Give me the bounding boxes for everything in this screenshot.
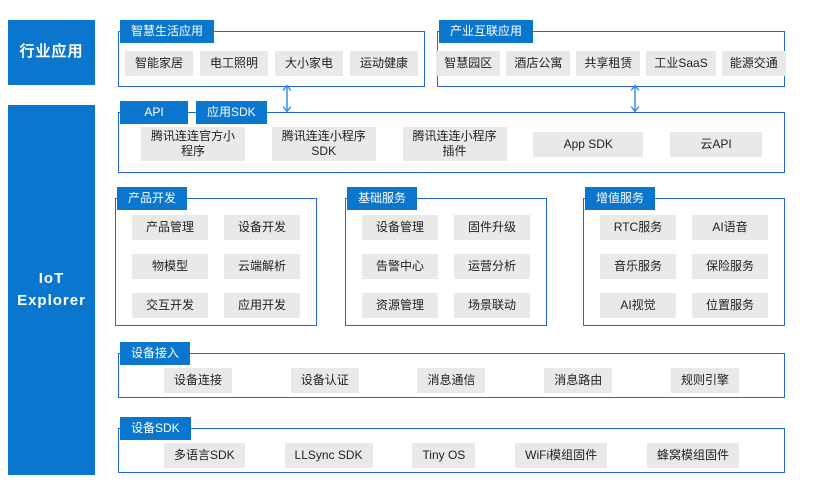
- value-added-chip-grid: RTC服务 AI语音 音乐服务 保险服务 AI视觉 位置服务: [584, 199, 784, 318]
- chip-smart-park: 智慧园区: [436, 51, 501, 76]
- section-smart-life-apps: 智慧生活应用 智能家居 电工照明 大小家电 运动健康: [118, 20, 425, 87]
- chip-ai-voice: AI语音: [692, 215, 768, 240]
- chip-sports-health: 运动健康: [350, 51, 419, 76]
- chip-cloud-parsing: 云端解析: [224, 254, 300, 279]
- iot-explorer-label-line2: Explorer: [17, 292, 86, 309]
- chip-large-small-appliances: 大小家电: [275, 51, 344, 76]
- chip-device-management: 设备管理: [362, 215, 438, 240]
- chip-electrical-lighting: 电工照明: [199, 51, 268, 76]
- device-access-chip-row: 设备连接 设备认证 消息通信 消息路由 规则引擎: [119, 354, 784, 397]
- chip-scene-linkage: 场景联动: [454, 293, 530, 318]
- api-chip-row: 腾讯连连官方小程序 腾讯连连小程序SDK 腾讯连连小程序插件 App SDK 云…: [119, 113, 784, 161]
- section-product-development: 产品开发 产品管理 设备开发 物模型 云端解析 交互开发 应用开发: [115, 187, 317, 326]
- chip-device-development: 设备开发: [224, 215, 300, 240]
- section-industrial-apps: 产业互联应用 智慧园区 酒店公寓 共享租赁 工业SaaS 能源交通: [436, 20, 786, 87]
- chip-smart-home: 智能家居: [124, 51, 193, 76]
- section-basic-services: 基础服务 设备管理 固件升级 告警中心 运营分析 资源管理 场景联动: [345, 187, 547, 326]
- chip-energy-transport: 能源交通: [721, 51, 786, 76]
- device-sdk-chip-row: 多语言SDK LLSync SDK Tiny OS WiFi模组固件 蜂窝模组固…: [119, 429, 784, 472]
- chip-tencent-lianlian-official-mini-program: 腾讯连连官方小程序: [141, 127, 245, 161]
- chip-ai-vision: AI视觉: [600, 293, 676, 318]
- chip-rtc-service: RTC服务: [600, 215, 676, 240]
- chip-hotel-apartment: 酒店公寓: [506, 51, 571, 76]
- section-tab-app-sdk: 应用SDK: [196, 101, 267, 124]
- chip-thing-model: 物模型: [132, 254, 208, 279]
- section-tab-product-development: 产品开发: [117, 187, 188, 210]
- section-device-access: 设备接入 设备连接 设备认证 消息通信 消息路由 规则引擎: [118, 342, 785, 398]
- chip-application-development: 应用开发: [224, 293, 300, 318]
- chip-message-communication: 消息通信: [417, 368, 486, 393]
- chip-operation-analysis: 运营分析: [454, 254, 530, 279]
- chip-wifi-module-firmware: WiFi模组固件: [515, 443, 608, 468]
- section-tab-api: API: [120, 101, 188, 124]
- industrial-chip-row: 智慧园区 酒店公寓 共享租赁 工业SaaS 能源交通: [436, 32, 786, 76]
- chip-lianlian-mini-program-sdk: 腾讯连连小程序SDK: [271, 127, 376, 161]
- chip-resource-management: 资源管理: [362, 293, 438, 318]
- industry-application-label: 行业应用: [19, 43, 84, 61]
- industry-application-rail: 行业应用: [8, 20, 95, 85]
- chip-firmware-upgrade: 固件升级: [454, 215, 530, 240]
- section-tab-basic-services: 基础服务: [347, 187, 418, 210]
- chip-music-service: 音乐服务: [600, 254, 676, 279]
- section-device-sdk: 设备SDK 多语言SDK LLSync SDK Tiny OS WiFi模组固件…: [118, 417, 785, 473]
- smart-life-chip-row: 智能家居 电工照明 大小家电 运动健康: [119, 32, 424, 76]
- double-arrow-icon-left: [282, 84, 292, 113]
- basic-services-chip-grid: 设备管理 固件升级 告警中心 运营分析 资源管理 场景联动: [346, 199, 546, 318]
- product-dev-chip-grid: 产品管理 设备开发 物模型 云端解析 交互开发 应用开发: [116, 199, 316, 318]
- chip-cloud-api: 云API: [670, 131, 762, 157]
- chip-tiny-os: Tiny OS: [412, 443, 476, 468]
- chip-llsync-sdk: LLSync SDK: [284, 443, 373, 468]
- chip-multi-language-sdk: 多语言SDK: [164, 443, 245, 468]
- section-tab-device-access: 设备接入: [120, 342, 191, 365]
- section-value-added-services: 增值服务 RTC服务 AI语音 音乐服务 保险服务 AI视觉 位置服务: [583, 187, 785, 326]
- chip-insurance-service: 保险服务: [692, 254, 768, 279]
- section-tab-value-added-services: 增值服务: [585, 187, 656, 210]
- double-arrow-icon-right: [630, 84, 640, 113]
- chip-rule-engine: 规则引擎: [670, 368, 739, 393]
- chip-device-authentication: 设备认证: [290, 368, 359, 393]
- section-api-app-sdk: API 应用SDK 腾讯连连官方小程序 腾讯连连小程序SDK 腾讯连连小程序插件…: [118, 101, 785, 173]
- section-tab-industrial-apps: 产业互联应用: [439, 20, 534, 43]
- chip-device-connection: 设备连接: [164, 368, 233, 393]
- section-tab-device-sdk: 设备SDK: [120, 417, 191, 440]
- chip-location-service: 位置服务: [692, 293, 768, 318]
- chip-product-management: 产品管理: [132, 215, 208, 240]
- chip-cellular-module-firmware: 蜂窝模组固件: [646, 443, 739, 468]
- chip-shared-rental: 共享租赁: [576, 51, 641, 76]
- chip-app-sdk: App SDK: [533, 131, 644, 157]
- iot-explorer-rail: IoT Explorer: [8, 105, 95, 475]
- chip-interaction-development: 交互开发: [132, 293, 208, 318]
- chip-lianlian-mini-program-plugin: 腾讯连连小程序插件: [402, 127, 507, 161]
- chip-message-routing: 消息路由: [544, 368, 613, 393]
- chip-industrial-saas: 工业SaaS: [646, 51, 716, 76]
- section-tab-smart-life-apps: 智慧生活应用: [120, 20, 215, 43]
- iot-explorer-label-line1: IoT: [38, 269, 65, 287]
- chip-alarm-center: 告警中心: [362, 254, 438, 279]
